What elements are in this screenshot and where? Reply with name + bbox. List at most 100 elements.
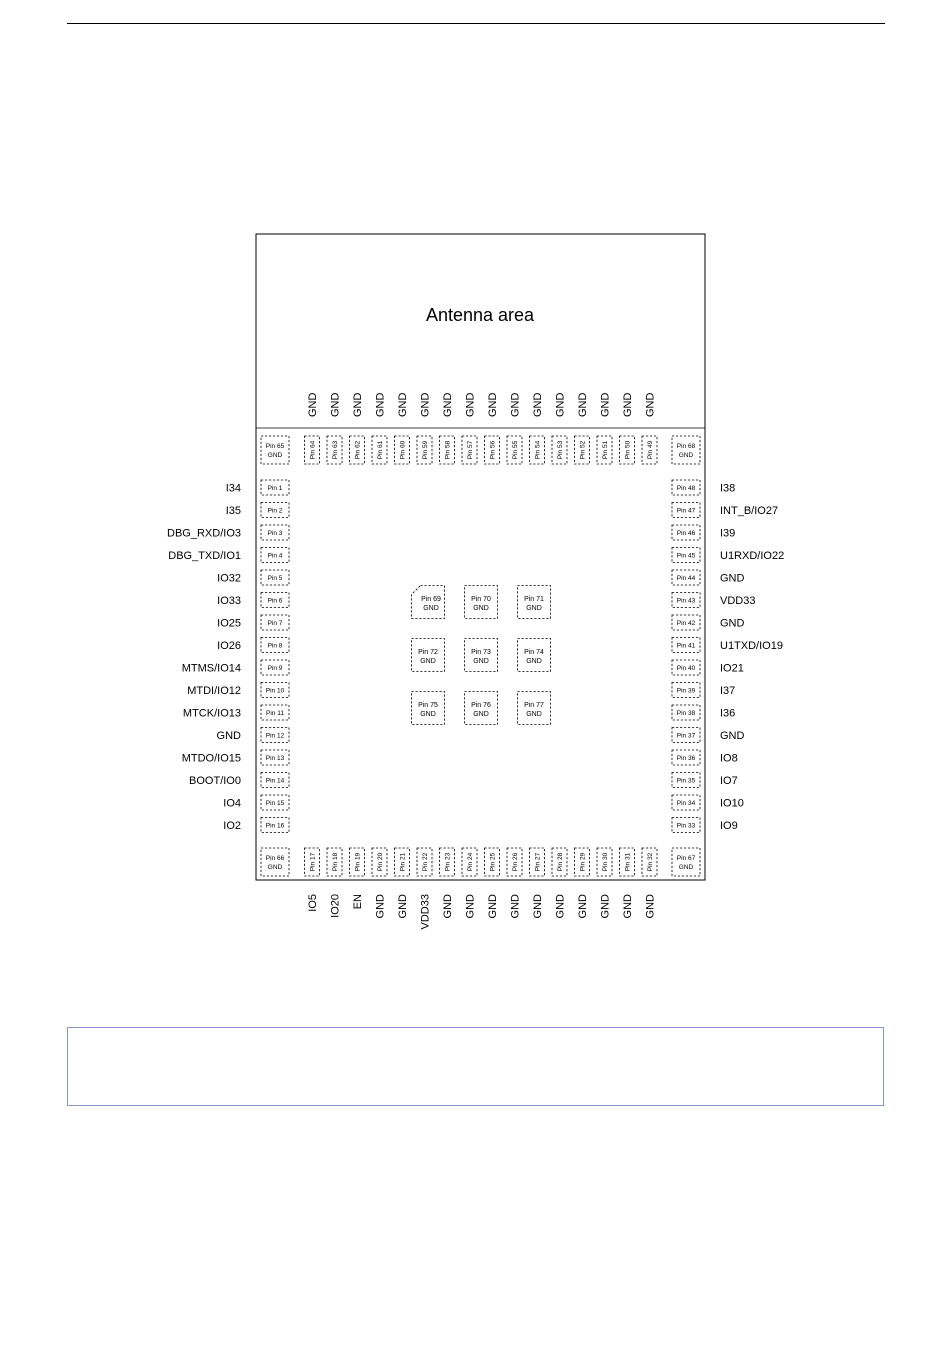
center-pin-signal: GND	[526, 605, 542, 612]
top-pin-number: Pin 49	[647, 440, 654, 459]
right-pin-number: Pin 48	[677, 485, 696, 492]
top-signal-label: GND	[510, 393, 522, 418]
top-signal-label: GND	[330, 393, 342, 418]
left-pin-pad	[260, 569, 290, 586]
right-pin-pad	[671, 637, 701, 653]
center-pin-number: Pin 73	[471, 649, 491, 656]
right-pin-number: Pin 39	[677, 687, 696, 694]
center-pin-pad	[464, 638, 498, 672]
center-pin-number: Pin 77	[524, 702, 544, 709]
header-rule	[67, 23, 885, 24]
center-pin-signal: GND	[473, 605, 489, 612]
right-pin-number: Pin 45	[677, 552, 696, 559]
corner-pin-pad	[671, 435, 701, 465]
corner-pin-signal: GND	[679, 864, 694, 871]
left-signal-label: IO2	[223, 820, 241, 832]
top-pin-pad	[326, 435, 343, 465]
right-pin-pad	[671, 614, 701, 631]
top-pin-number: Pin 61	[377, 440, 384, 459]
top-pin-number: Pin 56	[489, 440, 496, 459]
left-pin-pad	[260, 479, 290, 496]
bottom-pin-pad	[574, 847, 590, 877]
left-pin-number: Pin 8	[268, 642, 283, 649]
right-pin-pad	[671, 592, 701, 608]
bottom-signal-label: IO5	[307, 894, 319, 912]
right-signal-label: I39	[720, 528, 735, 540]
top-pin-pad	[371, 435, 388, 465]
right-signal-label: INT_B/IO27	[720, 505, 778, 517]
right-signal-label: U1TXD/IO19	[720, 640, 783, 652]
right-pin-number: Pin 34	[677, 800, 696, 807]
right-pin-number: Pin 36	[677, 755, 696, 762]
center-pin-pad	[411, 638, 445, 672]
right-pin-pad	[671, 727, 701, 743]
bottom-pin-number: Pin 20	[377, 852, 384, 871]
left-signal-label: MTMS/IO14	[182, 663, 241, 675]
center-pin-pad	[517, 585, 551, 619]
left-pin-number: Pin 13	[266, 755, 285, 762]
left-signal-label: IO4	[223, 798, 241, 810]
right-pin-pad	[671, 659, 701, 676]
left-pin-number: Pin 12	[266, 732, 285, 739]
right-pin-pad	[671, 772, 701, 788]
top-signal-label: GND	[555, 393, 567, 418]
bottom-signal-label: GND	[375, 894, 387, 919]
top-pin-number: Pin 55	[512, 440, 519, 459]
left-pin-pad	[260, 524, 290, 541]
left-pin-number: Pin 3	[268, 530, 283, 537]
left-pin-pad	[260, 772, 290, 788]
bottom-pin-number: Pin 28	[557, 852, 564, 871]
right-signal-label: IO9	[720, 820, 738, 832]
center-pin-pad	[464, 585, 498, 619]
right-pin-number: Pin 44	[677, 575, 696, 582]
right-pin-number: Pin 40	[677, 665, 696, 672]
left-pin-pad	[260, 502, 290, 518]
bottom-signal-label: GND	[577, 894, 589, 919]
right-signal-label: IO10	[720, 798, 744, 810]
top-pin-pad	[596, 435, 613, 465]
top-pin-pad	[529, 435, 545, 465]
left-pin-number: Pin 15	[266, 800, 285, 807]
right-signal-label: GND	[720, 573, 745, 585]
left-signal-label: MTCK/IO13	[183, 708, 241, 720]
bottom-signal-label: GND	[622, 894, 634, 919]
center-pin-number: Pin 75	[418, 702, 438, 709]
top-signal-label: GND	[532, 393, 544, 418]
corner-pin-pad	[260, 847, 290, 877]
top-signal-label: GND	[487, 393, 499, 418]
right-pin-pad	[671, 704, 701, 721]
bottom-pin-pad	[551, 847, 568, 877]
center-pin-number: Pin 76	[471, 702, 491, 709]
left-signal-label: GND	[217, 730, 242, 742]
left-pin-pad	[260, 547, 290, 563]
top-pin-pad	[304, 435, 320, 465]
left-signal-label: BOOT/IO0	[189, 775, 241, 787]
center-pin-pad	[464, 691, 498, 725]
bottom-pin-pad	[596, 847, 613, 877]
right-pin-number: Pin 35	[677, 777, 696, 784]
bottom-pin-pad	[416, 847, 433, 877]
center-pin-number: Pin 70	[471, 596, 491, 603]
center-pin-pad	[517, 638, 551, 672]
top-pin-number: Pin 64	[309, 440, 316, 459]
corner-pin-pad	[671, 847, 701, 877]
left-pin-number: Pin 6	[268, 597, 283, 604]
right-signal-label: I36	[720, 708, 735, 720]
bottom-signal-label: GND	[465, 894, 477, 919]
corner-pin-signal: GND	[268, 864, 283, 871]
bottom-pin-pad	[394, 847, 410, 877]
bottom-signal-label: GND	[555, 894, 567, 919]
top-pin-number: Pin 52	[579, 440, 586, 459]
top-pin-pad	[551, 435, 568, 465]
bottom-pin-number: Pin 23	[444, 852, 451, 871]
top-pin-pad	[461, 435, 478, 465]
right-pin-number: Pin 46	[677, 530, 696, 537]
left-signal-label: MTDO/IO15	[182, 753, 241, 765]
left-pin-pad	[260, 794, 290, 811]
bottom-pin-number: Pin 24	[467, 852, 474, 871]
top-pin-number: Pin 62	[354, 440, 361, 459]
bottom-signal-label: GND	[510, 894, 522, 919]
antenna-area-label: Antenna area	[426, 305, 535, 325]
top-pin-number: Pin 59	[422, 440, 429, 459]
